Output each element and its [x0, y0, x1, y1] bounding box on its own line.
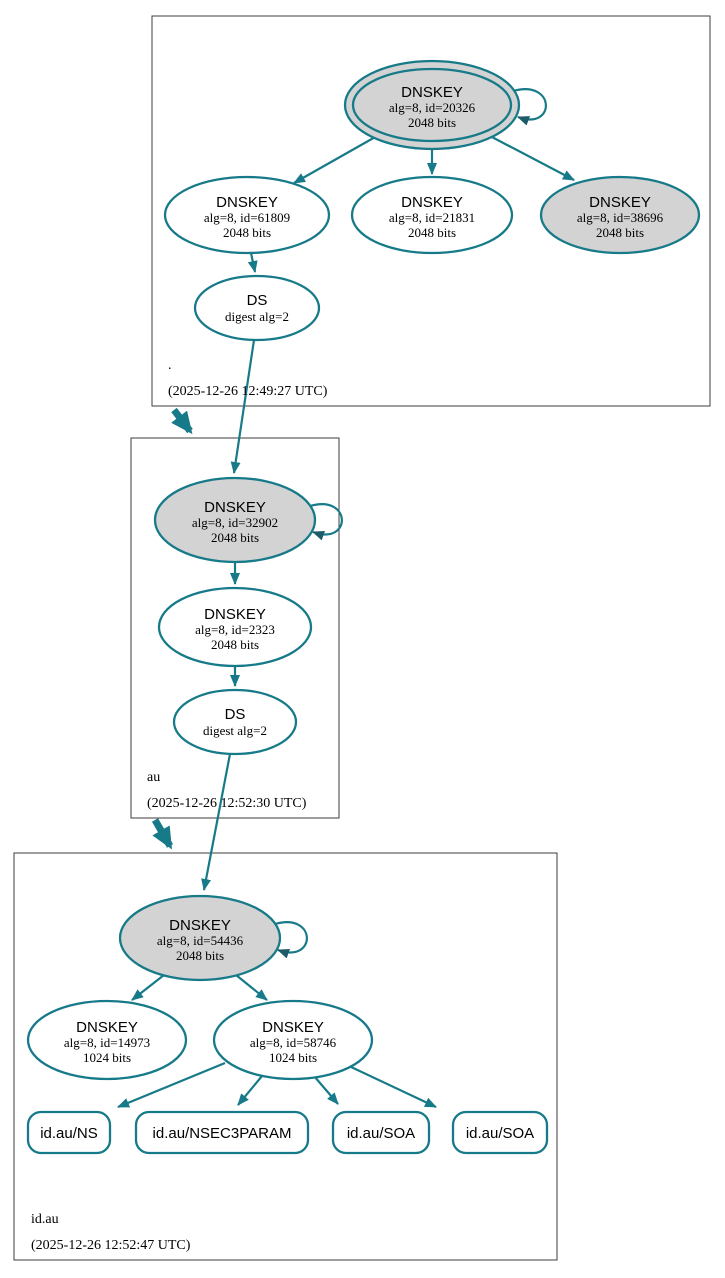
node-detail: alg=8, id=32902 — [192, 515, 278, 530]
rrset-node-ns: id.au/NS — [26, 1110, 112, 1155]
rrset-label: id.au/NSEC3PARAM — [153, 1125, 292, 1142]
node-detail: 1024 bits — [83, 1050, 131, 1065]
node-title: DNSKEY — [204, 606, 266, 623]
dnskey-32902-ellipse — [153, 476, 317, 564]
rrsig-self-loop-dnskey-20326 — [512, 88, 547, 126]
node-detail: alg=8, id=14973 — [64, 1035, 150, 1050]
node-title: DNSKEY — [76, 1019, 138, 1036]
edge-dnskey-20326-to-61809 — [293, 135, 378, 184]
dnskey-node-20326: DNSKEY alg=8, id=20326 2048 bits — [343, 59, 521, 151]
rrset-node-soa-1: id.au/SOA — [331, 1110, 431, 1155]
node-detail: digest alg=2 — [225, 309, 289, 324]
node-detail: 2048 bits — [408, 225, 456, 240]
rrset-soa1-rect — [331, 1110, 431, 1155]
node-detail: alg=8, id=61809 — [204, 210, 290, 225]
zone-name-root: . — [168, 358, 172, 373]
node-title: DNSKEY — [401, 84, 463, 101]
dnskey-node-61809: DNSKEY alg=8, id=61809 2048 bits — [163, 175, 331, 255]
node-detail: alg=8, id=20326 — [389, 100, 476, 115]
rrset-ns-rect — [26, 1110, 112, 1155]
dnskey-54436-ellipse — [118, 894, 282, 982]
node-detail: alg=8, id=54436 — [157, 933, 244, 948]
node-title: DS — [225, 706, 246, 723]
rrset-label: id.au/NS — [40, 1125, 98, 1142]
node-detail: 2048 bits — [211, 637, 259, 652]
delegation-arrow-root-to-au — [171, 407, 193, 435]
rrset-node-soa-2: id.au/SOA — [451, 1110, 549, 1155]
rrset-label: id.au/SOA — [466, 1125, 534, 1142]
dnskey-61809-ellipse — [163, 175, 331, 255]
node-detail: 2048 bits — [211, 530, 259, 545]
zone-name-au: au — [147, 770, 160, 785]
rrset-node-nsec3param: id.au/NSEC3PARAM — [134, 1110, 310, 1155]
edge-dnskey-58746-to-nsec3param — [237, 1075, 263, 1106]
edge-dnskey-54436-to-58746 — [235, 974, 268, 1001]
zone-timestamp-id-au: (2025-12-26 12:52:47 UTC) — [31, 1238, 191, 1253]
node-detail: 2048 bits — [176, 948, 224, 963]
dnskey-38696-ellipse — [539, 175, 701, 255]
dnskey-node-32902: DNSKEY alg=8, id=32902 2048 bits — [153, 476, 317, 564]
dnskey-21831-ellipse — [350, 175, 514, 255]
node-detail: 2048 bits — [223, 225, 271, 240]
zone-name-id-au: id.au — [31, 1212, 59, 1227]
zone-timestamp-au: (2025-12-26 12:52:30 UTC) — [147, 796, 307, 811]
dnskey-node-14973: DNSKEY alg=8, id=14973 1024 bits — [26, 999, 188, 1081]
edge-dnskey-58746-to-soa1 — [313, 1075, 339, 1105]
rrset-label: id.au/SOA — [347, 1125, 415, 1142]
dnskey-58746-ellipse — [212, 999, 374, 1081]
dnskey-2323-ellipse — [157, 586, 313, 668]
dnskey-node-2323: DNSKEY alg=8, id=2323 2048 bits — [157, 586, 313, 668]
zone-root: DNSKEY alg=8, id=20326 2048 bits DNSKEY … — [163, 59, 701, 399]
edge-ds-root-to-dnskey-32902 — [230, 339, 256, 474]
delegation-arrow-au-to-id-au — [151, 818, 174, 850]
node-title: DNSKEY — [262, 1019, 324, 1036]
dnskey-20326-inner-ellipse — [351, 67, 513, 143]
dnskey-node-54436: DNSKEY alg=8, id=54436 2048 bits — [118, 894, 282, 982]
node-detail: alg=8, id=21831 — [389, 210, 475, 225]
ds-node-root: DS digest alg=2 — [193, 274, 321, 342]
rrset-nsec3param-rect — [134, 1110, 310, 1155]
edge-dnskey-20326-to-38696 — [489, 135, 575, 181]
node-detail: 2048 bits — [596, 225, 644, 240]
dnskey-node-58746: DNSKEY alg=8, id=58746 1024 bits — [212, 999, 374, 1081]
dnskey-node-21831: DNSKEY alg=8, id=21831 2048 bits — [350, 175, 514, 255]
node-detail: alg=8, id=2323 — [195, 622, 275, 637]
rrsig-self-loop-dnskey-54436 — [274, 921, 308, 959]
edge-ds-au-to-dnskey-54436 — [201, 753, 232, 891]
rrset-soa2-rect — [451, 1110, 549, 1155]
node-detail: alg=8, id=38696 — [577, 210, 664, 225]
ds-node-au: DS digest alg=2 — [172, 688, 298, 756]
edge-dnskey-61809-to-ds — [247, 252, 258, 273]
zone-au: DNSKEY alg=8, id=32902 2048 bits DNSKEY … — [147, 476, 343, 811]
node-detail: 2048 bits — [408, 115, 456, 130]
zone-id-au: DNSKEY alg=8, id=54436 2048 bits DNSKEY … — [26, 894, 549, 1253]
node-detail: alg=8, id=58746 — [250, 1035, 337, 1050]
node-title: DS — [247, 292, 268, 309]
node-detail: digest alg=2 — [203, 723, 267, 738]
dnskey-14973-ellipse — [26, 999, 188, 1081]
node-title: DNSKEY — [589, 194, 651, 211]
node-title: DNSKEY — [216, 194, 278, 211]
node-detail: 1024 bits — [269, 1050, 317, 1065]
ds-root-ellipse — [193, 274, 321, 342]
node-title: DNSKEY — [204, 499, 266, 516]
rrsig-self-loop-dnskey-32902 — [309, 503, 343, 541]
dnskey-node-38696: DNSKEY alg=8, id=38696 2048 bits — [539, 175, 701, 255]
zone-timestamp-root: (2025-12-26 12:49:27 UTC) — [168, 384, 328, 399]
ds-au-ellipse — [172, 688, 298, 756]
node-title: DNSKEY — [169, 917, 231, 934]
node-title: DNSKEY — [401, 194, 463, 211]
edge-dnskey-54436-to-14973 — [131, 974, 165, 1001]
edge-dnskey-58746-to-soa2 — [348, 1065, 437, 1108]
edge-dnskey-58746-to-ns — [117, 1061, 226, 1109]
